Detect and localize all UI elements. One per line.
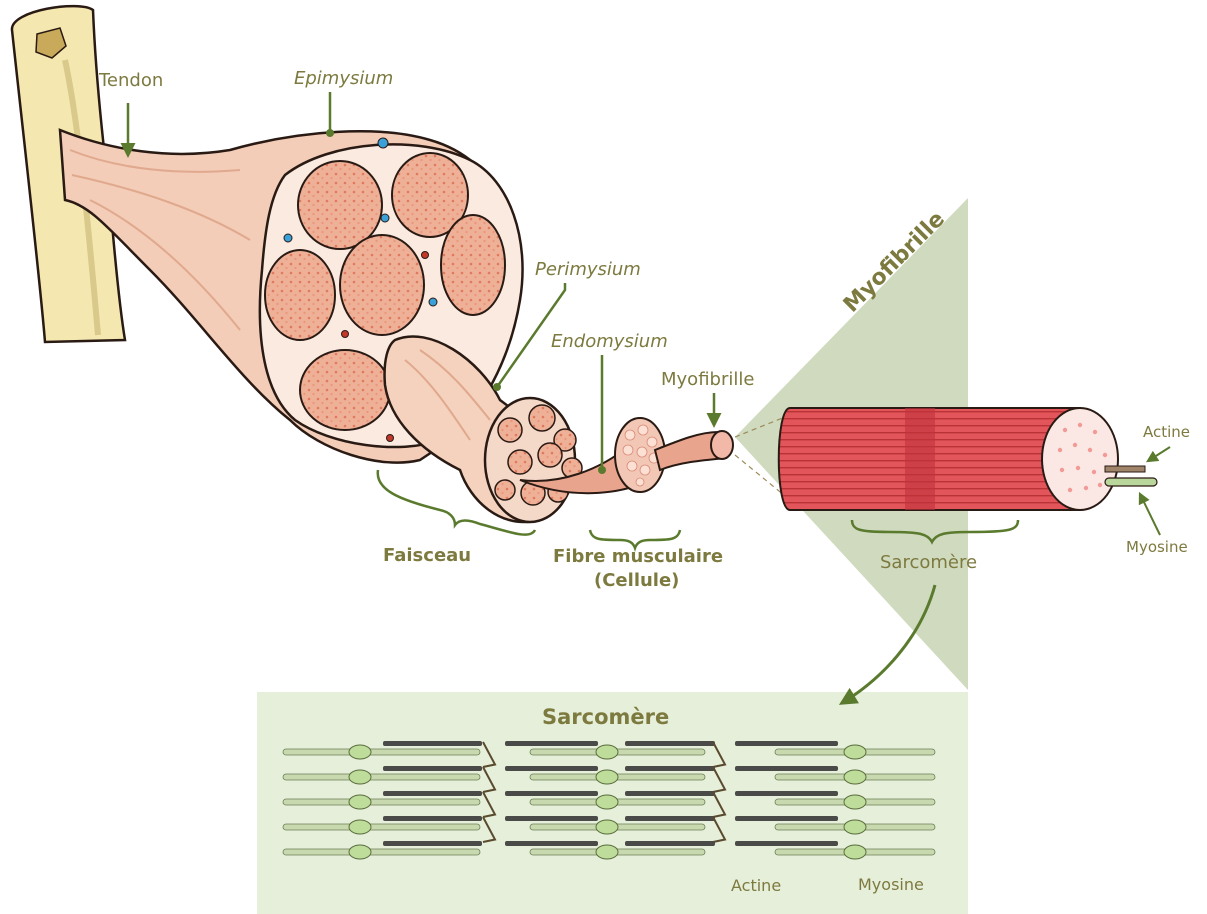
m-line-bulb: [844, 820, 866, 834]
actin-filament: [383, 741, 482, 746]
m-line-bulb: [596, 845, 618, 859]
label-myosine-top: Myosine: [1126, 538, 1188, 556]
label-sarcomere-title: Sarcomère: [542, 705, 669, 729]
m-line-bulb: [349, 820, 371, 834]
myofibril-small: [655, 431, 733, 470]
actin-filament: [625, 816, 715, 821]
actin-filament: [505, 741, 598, 746]
m-line-bulb: [596, 745, 618, 759]
myosin-filament: [283, 824, 480, 830]
actin-filament: [625, 766, 715, 771]
m-line-bulb: [844, 770, 866, 784]
label-endomysium: Endomysium: [551, 331, 668, 352]
arrow-myosine-top: [1140, 494, 1160, 535]
m-line-bulb: [349, 745, 371, 759]
label-myofibrille-small: Myofibrille: [661, 369, 754, 390]
label-actine-bottom: Actine: [731, 876, 781, 895]
myosin-filament: [283, 749, 480, 755]
actin-filament: [735, 816, 838, 821]
label-faisceau: Faisceau: [383, 545, 471, 566]
actin-filament: [383, 791, 482, 796]
actin-filament: [505, 841, 598, 846]
m-line-bulb: [844, 845, 866, 859]
actin-filament: [505, 791, 598, 796]
actin-filament: [735, 741, 838, 746]
actin-filament: [383, 841, 482, 846]
m-line-bulb: [844, 795, 866, 809]
label-sarcomere-mid: Sarcomère: [880, 552, 977, 573]
actin-filament: [383, 766, 482, 771]
arrow-actine-top: [1148, 447, 1170, 461]
m-line-bulb: [844, 745, 866, 759]
m-line-bulb: [596, 795, 618, 809]
label-fibre-musculaire: Fibre musculaire: [553, 546, 723, 567]
label-epimysium: Epimysium: [294, 68, 393, 89]
actin-filament: [625, 841, 715, 846]
m-line-bulb: [349, 845, 371, 859]
myosin-filament: [283, 799, 480, 805]
label-myosine-bottom: Myosine: [858, 875, 924, 894]
actin-filament: [735, 841, 838, 846]
myofibril-large: [779, 408, 1118, 510]
m-line-bulb: [349, 795, 371, 809]
label-tendon: Tendon: [99, 70, 163, 91]
label-perimysium: Perimysium: [535, 259, 641, 280]
actin-filament: [625, 741, 715, 746]
label-actine-top: Actine: [1143, 423, 1190, 441]
actin-filament: [505, 816, 598, 821]
myosin-filament: [283, 849, 480, 855]
actin-filament: [625, 791, 715, 796]
m-line-bulb: [596, 820, 618, 834]
myosin-filament: [283, 774, 480, 780]
m-line-bulb: [596, 770, 618, 784]
m-line-bulb: [349, 770, 371, 784]
actin-filament: [383, 816, 482, 821]
actin-filament: [505, 766, 598, 771]
actin-filament: [735, 791, 838, 796]
label-cellule: (Cellule): [594, 570, 679, 591]
actin-filament: [735, 766, 838, 771]
